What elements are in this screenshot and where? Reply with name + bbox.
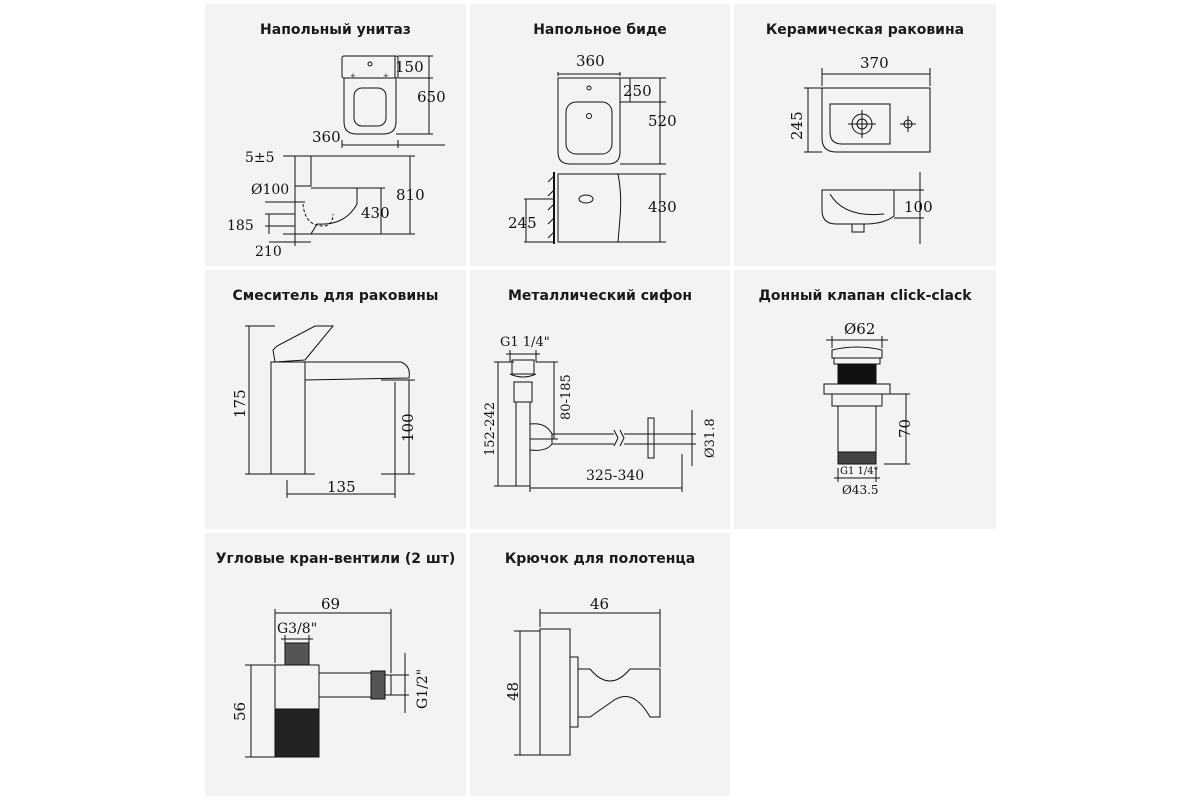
panel-title: Угловые кран-вентили (2 шт) xyxy=(215,551,456,567)
panel-title: Крючок для полотенца xyxy=(504,551,696,567)
siphon-side-view xyxy=(494,350,696,492)
panel-title: Напольный унитаз xyxy=(260,22,411,38)
siphon-drawing: G1 1/4" 80-185 152-242 325-340 Ø31.8 xyxy=(483,335,718,492)
mixer-dim-175: 175 xyxy=(231,389,249,418)
panel-empty xyxy=(734,533,996,796)
bidet-top-view xyxy=(557,72,666,165)
panel-floor-toilet: Напольный унитаз + + 150 650 360 xyxy=(205,4,466,266)
valve-dim-62: Ø62 xyxy=(844,320,875,338)
hook-dim-48: 48 xyxy=(504,682,522,701)
panel-title: Керамическая раковина xyxy=(765,22,965,38)
toilet-dim-810: 810 xyxy=(396,186,425,204)
bidet-dim-360: 360 xyxy=(576,52,605,70)
valve-side-view xyxy=(823,336,910,482)
toilet-dim-150: 150 xyxy=(395,58,424,76)
bidet-dim-430: 430 xyxy=(648,198,677,216)
panel-floor-bidet: Напольное биде 360 250 520 xyxy=(470,4,730,266)
mixer-dim-135: 135 xyxy=(327,478,356,496)
valve-drawing: Ø62 70 G1 1/4" Ø43.5 xyxy=(823,320,914,497)
valve-dim-43-5: Ø43.5 xyxy=(842,483,879,497)
angle-valve-drawing: 69 G3/8" 56 G1/2" xyxy=(231,595,431,758)
sink-side-view xyxy=(821,172,924,244)
siphon-dim-31-8: Ø31.8 xyxy=(703,418,718,458)
angle-dim-56: 56 xyxy=(231,702,249,721)
bidet-side-view xyxy=(524,172,666,244)
sink-dim-370: 370 xyxy=(860,54,889,72)
panel-sink-mixer: Смеситель для раковины 175 100 135 xyxy=(205,270,466,529)
toilet-top-view: + + xyxy=(341,55,445,148)
mixer-drawing: 175 100 135 xyxy=(231,325,417,498)
toilet-side-view xyxy=(265,155,415,246)
hook-dim-46: 46 xyxy=(590,595,609,613)
toilet-dim-210: 210 xyxy=(255,244,282,260)
panel-towel-hook: Крючок для полотенца 46 48 xyxy=(470,533,730,796)
angle-valve-side-view xyxy=(245,609,409,758)
valve-dim-g: G1 1/4" xyxy=(840,466,878,477)
siphon-dim-325-340: 325-340 xyxy=(586,468,644,484)
toilet-dim-185: 185 xyxy=(227,218,254,234)
sink-dim-245: 245 xyxy=(788,111,806,140)
mixer-side-view xyxy=(245,325,415,498)
angle-dim-g12: G1/2" xyxy=(415,669,431,709)
bidet-dim-245: 245 xyxy=(508,214,537,232)
toilet-dim-100: Ø100 xyxy=(251,182,289,198)
panel-title: Металлический сифон xyxy=(508,288,692,304)
panel-title: Донный клапан click-clack xyxy=(758,288,972,304)
toilet-dim-5: 5±5 xyxy=(245,150,275,166)
towel-hook-drawing: 46 48 xyxy=(504,595,661,756)
sink-top-view xyxy=(804,68,931,153)
sink-dim-100: 100 xyxy=(904,198,933,216)
panel-title: Смеситель для раковины xyxy=(232,288,439,304)
bidet-drawing: 360 250 520 245 430 xyxy=(508,52,677,244)
svg-text:+: + xyxy=(350,72,356,80)
sink-drawing: 370 245 100 xyxy=(788,54,933,244)
toilet-dim-360: 360 xyxy=(312,128,341,146)
bidet-dim-520: 520 xyxy=(648,112,677,130)
panel-angle-valves: Угловые кран-вентили (2 шт) 69 G3/8" 56 … xyxy=(205,533,466,796)
bidet-dim-250: 250 xyxy=(623,82,652,100)
panel-title: Напольное биде xyxy=(533,22,667,38)
valve-dim-70: 70 xyxy=(896,419,914,438)
svg-text:+: + xyxy=(383,72,389,80)
siphon-dim-152-242: 152-242 xyxy=(483,402,498,456)
angle-dim-g38: G3/8" xyxy=(277,621,317,637)
siphon-dim-80-185: 80-185 xyxy=(559,374,574,420)
siphon-dim-g: G1 1/4" xyxy=(500,335,550,350)
panel-ceramic-sink: Керамическая раковина 370 245 xyxy=(734,4,996,266)
panel-metal-siphon: Металлический сифон xyxy=(470,270,730,529)
toilet-dim-650: 650 xyxy=(417,88,446,106)
panel-click-clack-valve: Донный клапан click-clack Ø62 70 G1 1/4"… xyxy=(734,270,996,529)
angle-dim-69: 69 xyxy=(321,595,340,613)
toilet-dim-430: 430 xyxy=(361,204,390,222)
toilet-drawing: + + 150 650 360 xyxy=(227,55,446,260)
mixer-dim-100: 100 xyxy=(399,413,417,442)
towel-hook-side-view xyxy=(514,609,661,756)
